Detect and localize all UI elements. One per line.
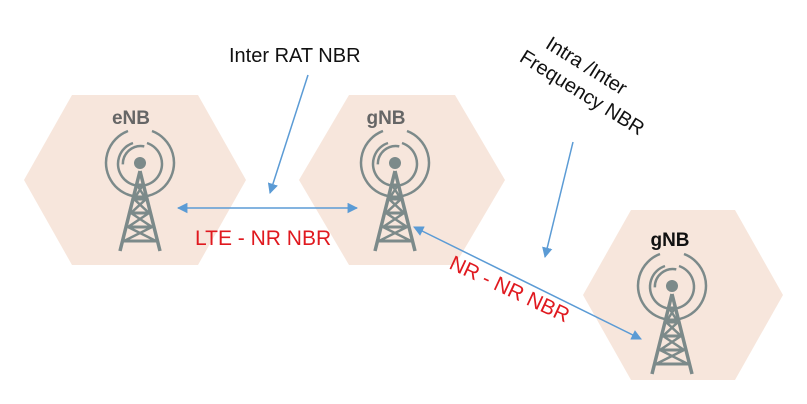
lte-nr-link-label: LTE - NR NBR [195, 227, 331, 250]
inter-rat-pointer-arrow [267, 74, 309, 194]
nr-nr-link-label: NR - NR NBR [446, 252, 573, 328]
nr-nr-link-arrow [413, 226, 642, 340]
inter-rat-label: Inter RAT NBR [229, 45, 361, 67]
intra-inter-pointer-arrow [542, 141, 574, 259]
enb-label: eNB [112, 108, 150, 129]
enb-cell-hex [24, 95, 246, 265]
gnb-center-cell-hex [299, 95, 505, 265]
intra-inter-frequency-label: Intra /Inter Frequency NBR [516, 33, 648, 140]
gnb-center-label: gNB [366, 108, 405, 129]
gnb-right-label: gNB [650, 230, 689, 251]
